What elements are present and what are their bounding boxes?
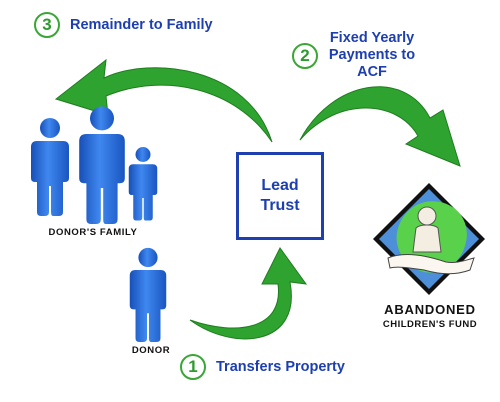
step-1-label: 1 Transfers Property (180, 354, 345, 380)
acf-logo (373, 183, 485, 295)
arrow-transfers-property (189, 247, 308, 340)
family-person-left (31, 118, 69, 216)
family-person-center (79, 106, 125, 224)
lead-trust-line2: Trust (260, 197, 300, 214)
step-3-badge: 3 (34, 12, 60, 38)
acf-caption-line1: ABANDONED (384, 302, 476, 317)
lead-trust-line1: Lead (261, 177, 299, 194)
lead-trust-box: Lead Trust (236, 152, 324, 240)
hands-shape (387, 254, 475, 275)
arrow-remainder-to-family (54, 58, 273, 143)
acf-caption: ABANDONED CHILDREN'S FUND (360, 302, 500, 330)
donor-caption: DONOR (131, 345, 171, 356)
step-1-badge: 1 (180, 354, 206, 380)
step-2-badge: 2 (292, 42, 318, 69)
step-2-label: 2 Fixed Yearly Payments to ACF (292, 30, 416, 81)
step-3-label: 3 Remainder to Family (34, 12, 213, 38)
step-1-text: Transfers Property (216, 358, 345, 375)
arrow-payments-to-acf (299, 86, 461, 167)
step-3-text: Remainder to Family (70, 16, 213, 33)
child-figure (412, 206, 442, 253)
acf-caption-line2: CHILDREN'S FUND (382, 319, 478, 330)
family-person-child (128, 147, 158, 221)
donors-family-caption: DONOR'S FAMILY (48, 227, 138, 238)
donor-figure (129, 247, 167, 342)
step-2-text: Fixed Yearly Payments to ACF (328, 30, 416, 80)
donors-family-figures (31, 106, 158, 224)
